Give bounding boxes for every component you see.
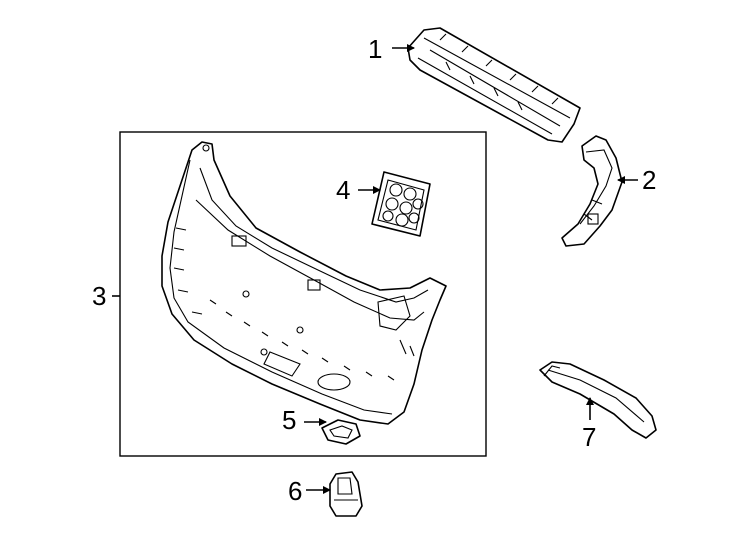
part-5-small-cover[interactable] <box>321 419 361 445</box>
callout-1: 1 <box>368 34 382 64</box>
part-4-grid-cover[interactable] <box>371 171 431 237</box>
part-3-liftgate-trim-panel[interactable] <box>161 141 447 425</box>
callout-5: 5 <box>282 405 296 435</box>
callout-6: 6 <box>288 476 302 506</box>
part-2-side-trim[interactable] <box>561 135 623 247</box>
callout-7: 7 <box>582 422 596 452</box>
part-1-upper-trim[interactable] <box>407 27 581 143</box>
assembly-box <box>119 131 487 457</box>
part-7-curved-trim[interactable] <box>539 361 657 439</box>
callout-4: 4 <box>336 175 350 205</box>
part-6-clip[interactable] <box>329 471 363 517</box>
callout-2: 2 <box>642 165 656 195</box>
callout-3: 3 <box>92 281 106 311</box>
